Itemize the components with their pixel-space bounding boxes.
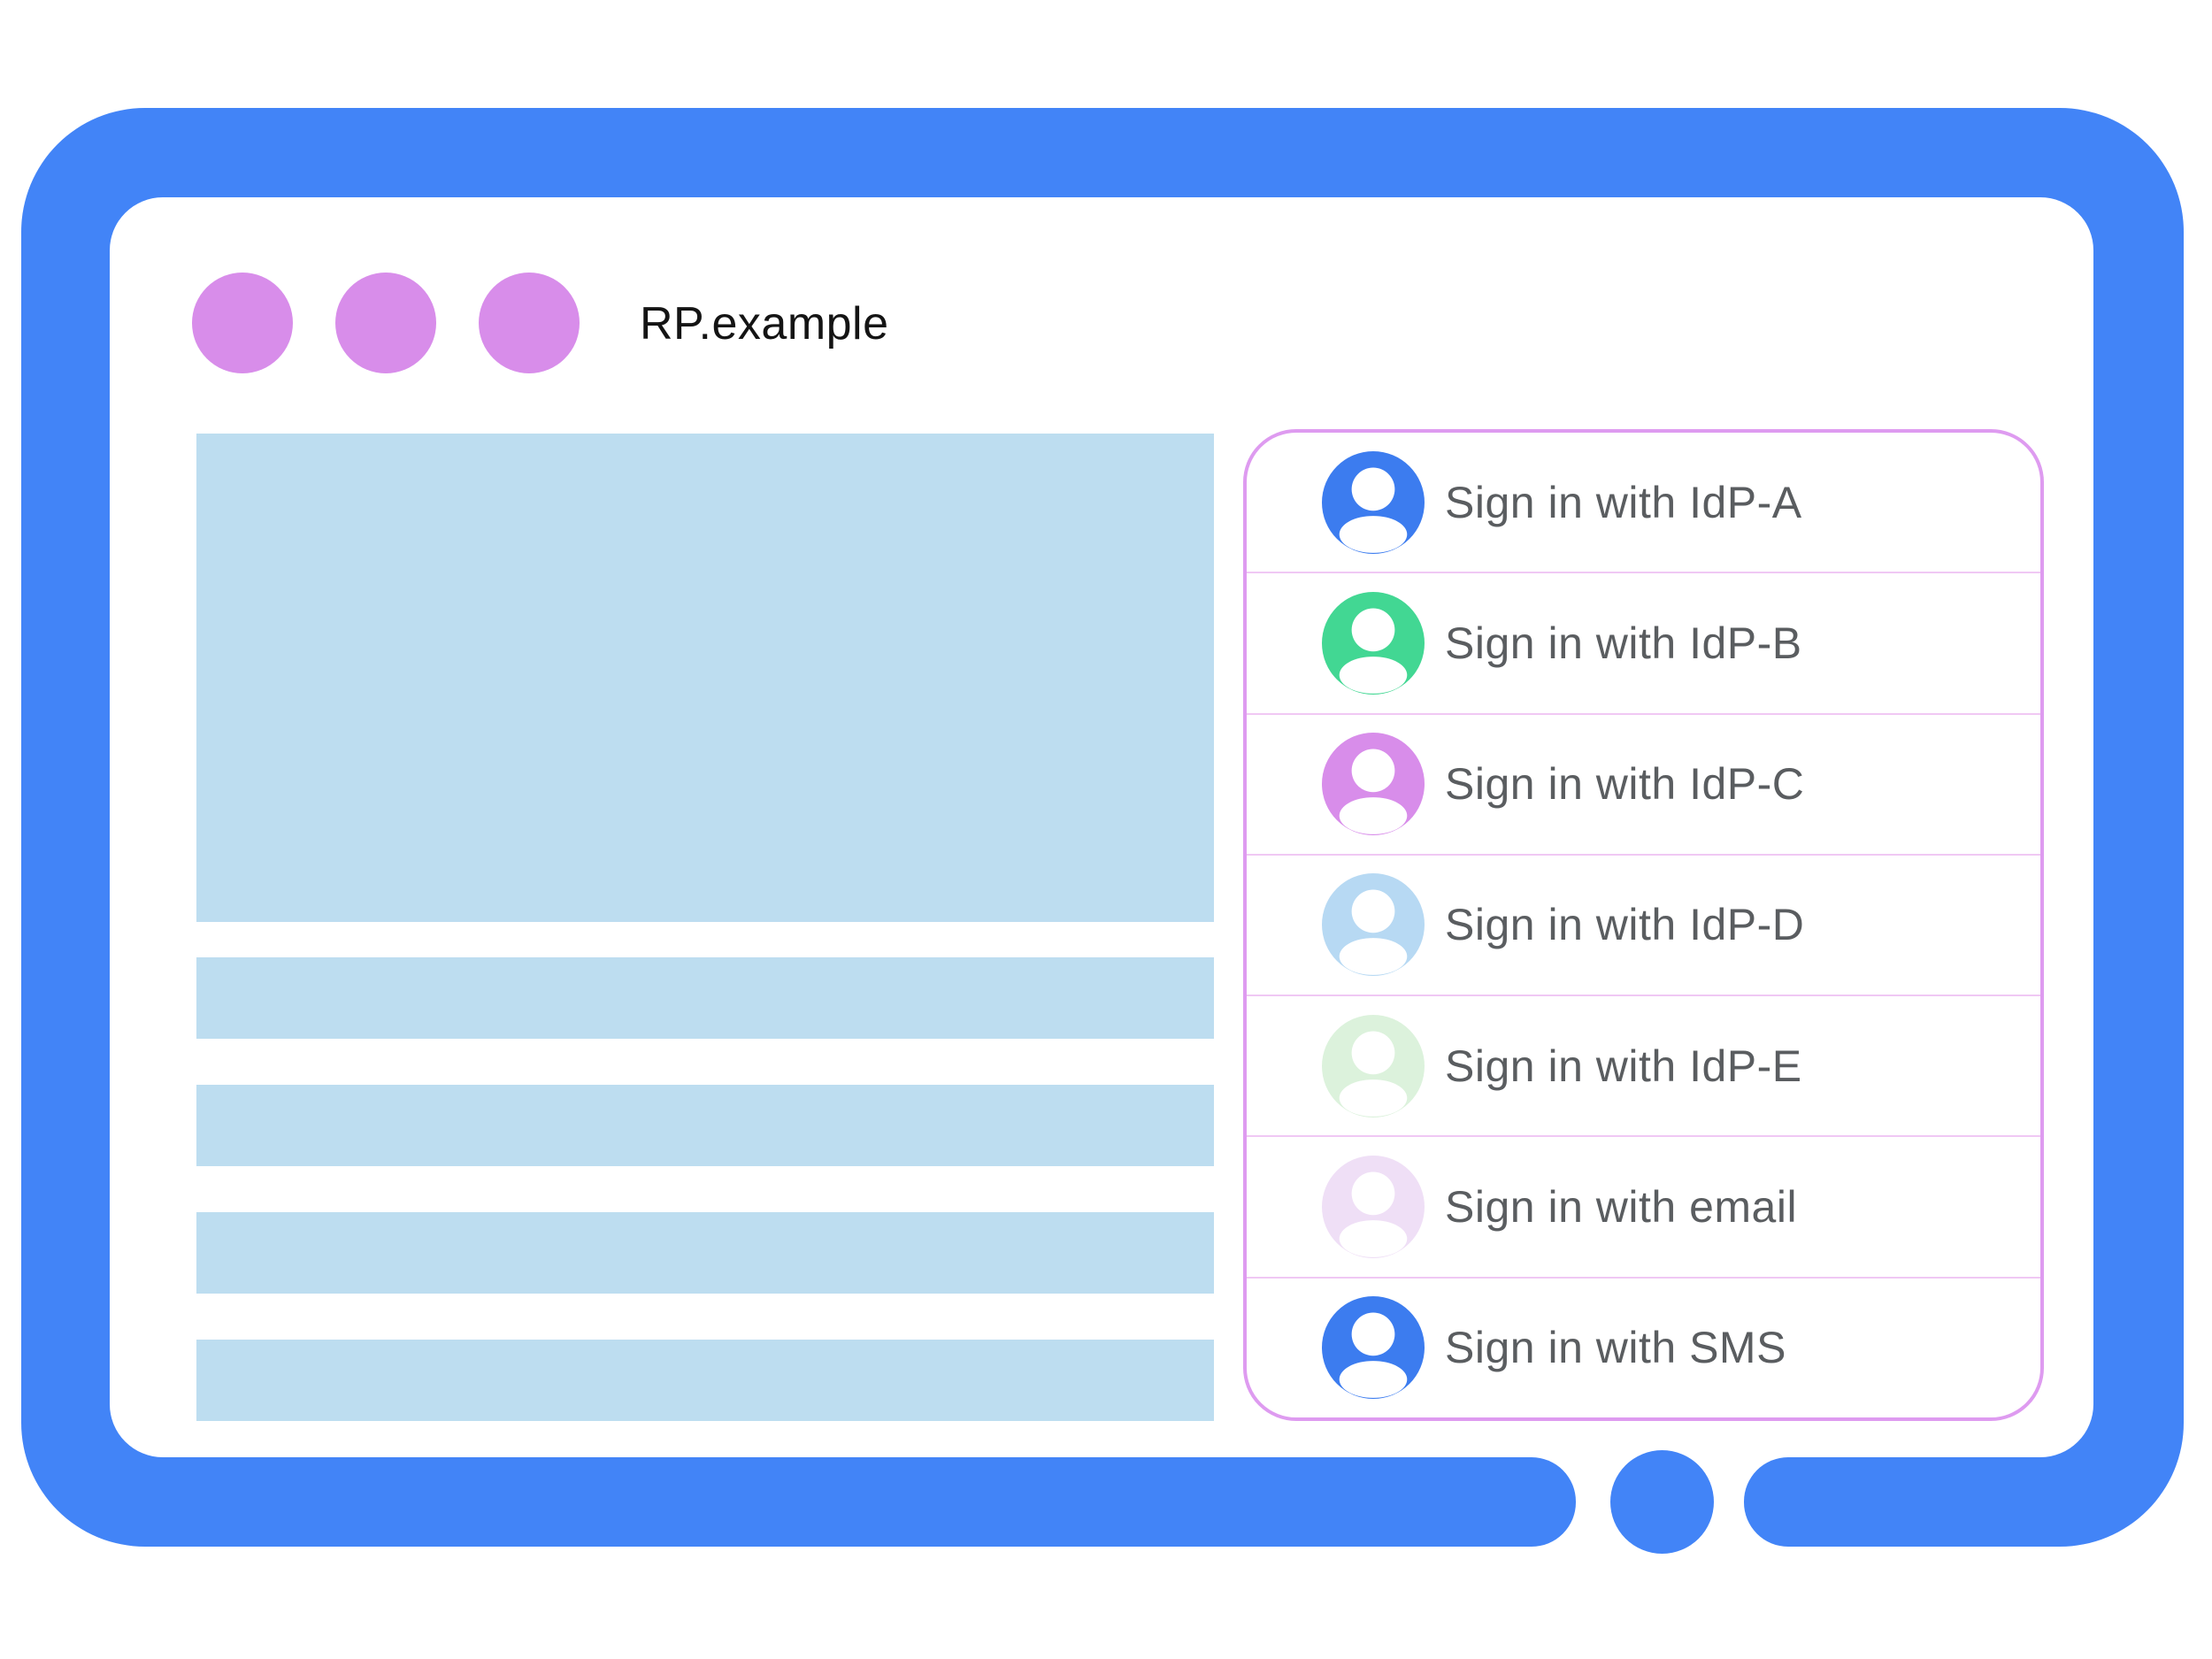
window-control-dot[interactable] [192,273,293,373]
signin-panel: Sign in with IdP-A Sign in with IdP-B Si [1243,429,2044,1421]
content-placeholder-line [196,1085,1214,1166]
window-control-dot[interactable] [479,273,580,373]
signin-option-idp-b[interactable]: Sign in with IdP-B [1247,573,2040,715]
person-avatar-icon [1322,873,1425,977]
signin-option-label: Sign in with IdP-A [1445,477,1802,527]
person-avatar-icon [1322,733,1425,836]
signin-option-idp-d[interactable]: Sign in with IdP-D [1247,856,2040,997]
signin-option-label: Sign in with SMS [1445,1323,1786,1373]
content-placeholder-line [196,1212,1214,1294]
page-title: RP.example [640,298,889,349]
content-placeholder-line [196,1340,1214,1421]
signin-option-idp-e[interactable]: Sign in with IdP-E [1247,996,2040,1138]
signin-option-email[interactable]: Sign in with email [1247,1137,2040,1279]
signin-option-sms[interactable]: Sign in with SMS [1247,1279,2040,1417]
person-avatar-icon [1322,450,1425,554]
window-control-dot[interactable] [335,273,436,373]
person-avatar-icon [1322,1014,1425,1118]
person-avatar-icon [1322,1296,1425,1400]
bezel-bar-right-cap [1744,1457,1877,1547]
signin-option-label: Sign in with IdP-B [1445,618,1802,668]
signin-option-idp-c[interactable]: Sign in with IdP-C [1247,715,2040,856]
person-avatar-icon [1322,1156,1425,1259]
content-placeholder-line [196,957,1214,1039]
signin-option-label: Sign in with IdP-D [1445,900,1805,950]
bezel-bar-left-cap [1443,1457,1576,1547]
signin-option-label: Sign in with email [1445,1182,1798,1233]
content-placeholder-hero [196,434,1214,922]
signin-option-label: Sign in with IdP-E [1445,1041,1802,1091]
device-home-button[interactable] [1610,1450,1714,1554]
person-avatar-icon [1322,591,1425,695]
signin-option-label: Sign in with IdP-C [1445,759,1805,810]
signin-option-idp-a[interactable]: Sign in with IdP-A [1247,433,2040,574]
